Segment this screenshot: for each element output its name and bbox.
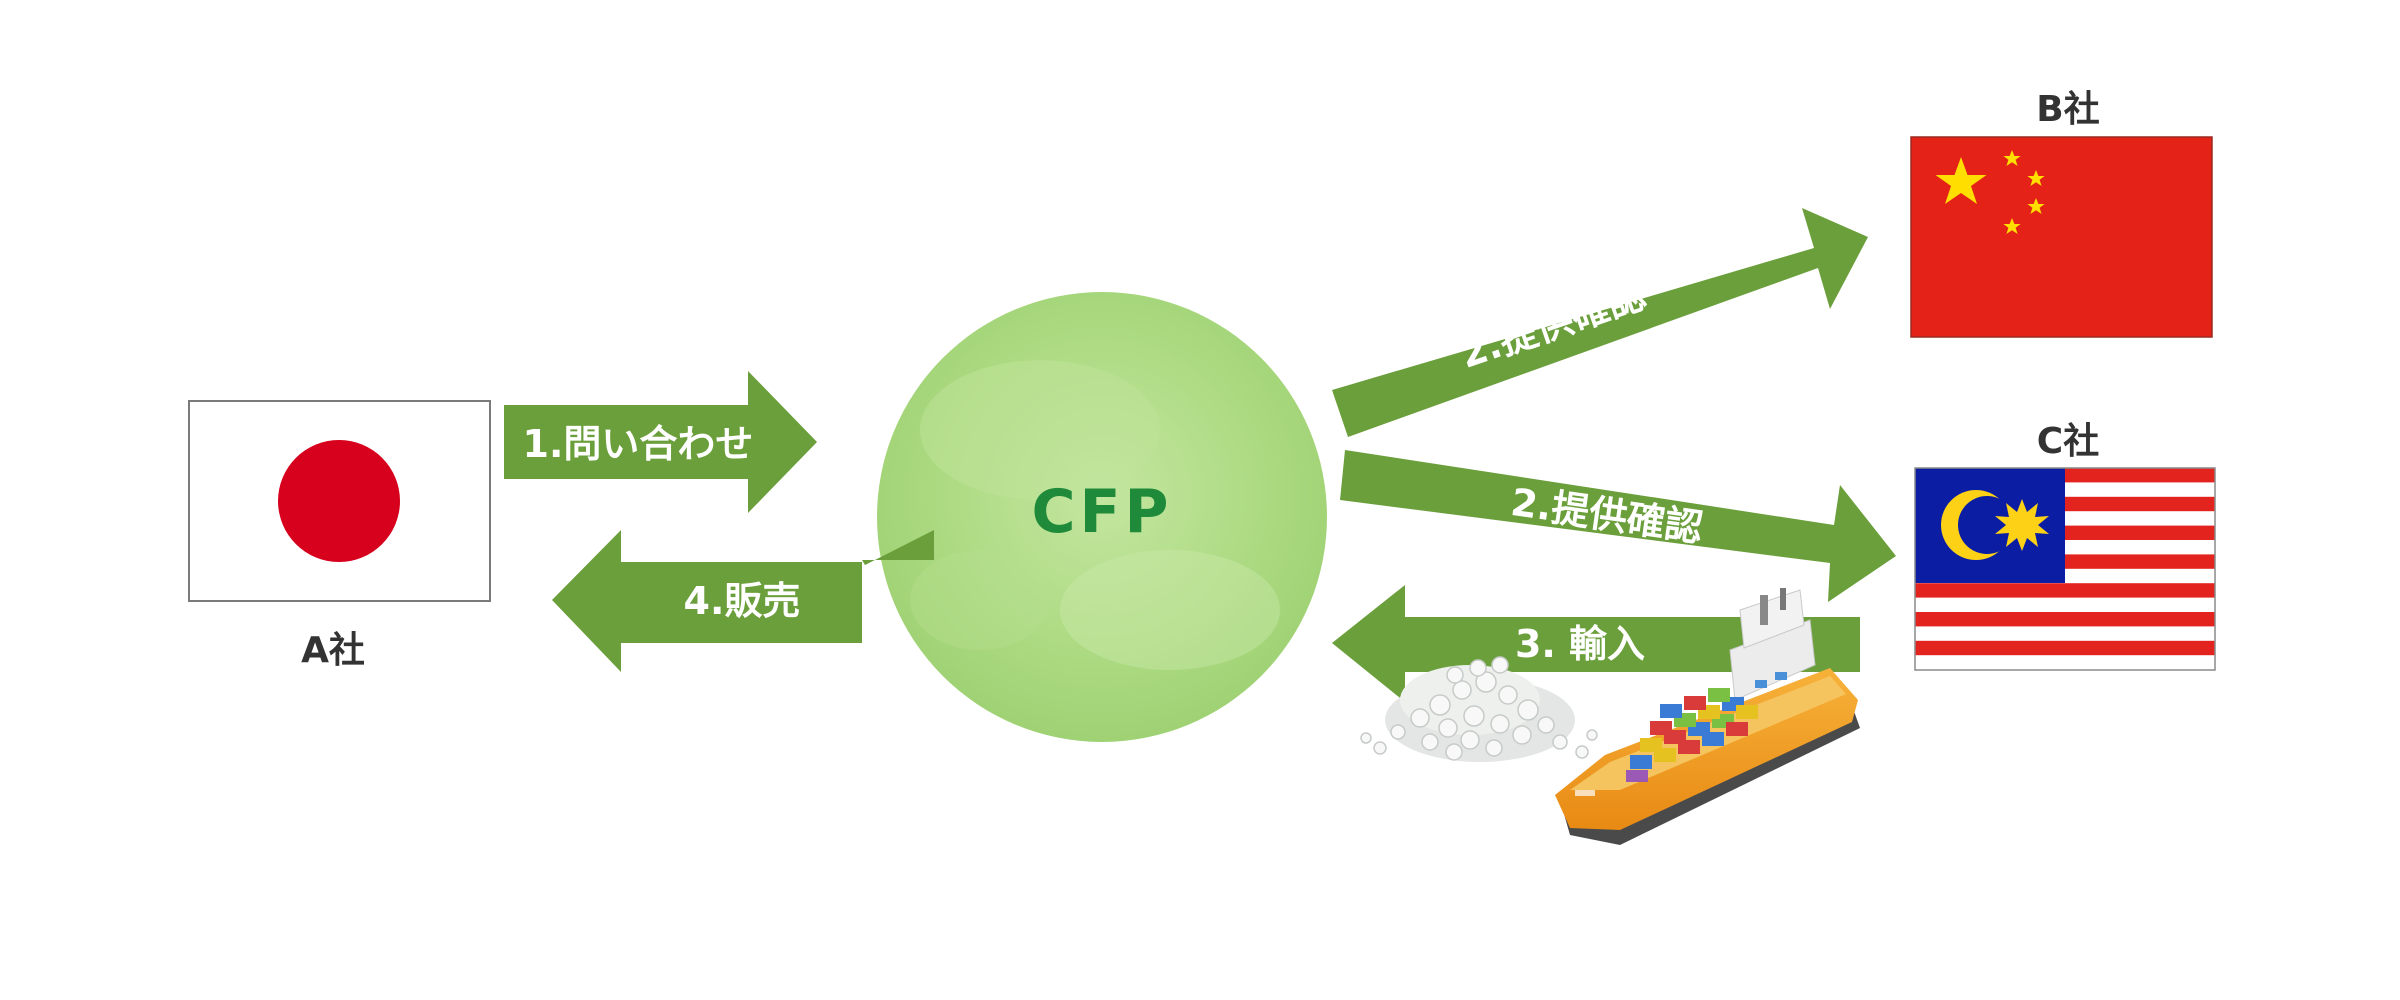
company-a-node: A社 [188,400,491,671]
sale-arrow: 4.販売 [552,530,934,672]
import-label: 3. 輸入 [1515,622,1645,666]
confirm-b-arrow: 2.提供確認 [1332,208,1868,437]
import-arrow: 3. 輸入 [1332,585,1860,702]
inquiry-arrow: 1.問い合わせ [504,371,817,513]
company-c-node: C社 [1914,421,2216,671]
malaysia-flag-icon [1915,468,2215,670]
company-a-label: A社 [301,630,365,671]
cfp-label: CFP [1032,477,1173,547]
confirm-c-arrow: 2.提供確認 [1340,450,1896,602]
company-c-label: C社 [2037,421,2099,462]
plastic-pellets-icon [1360,656,1598,762]
company-b-node: B社 [1910,89,2213,338]
company-b-label: B社 [2036,89,2099,130]
china-flag-icon [1910,136,2213,338]
inquiry-label: 1.問い合わせ [523,422,754,466]
japan-flag-icon [188,400,491,602]
container-ship-icon [1555,588,1860,845]
cfp-node: CFP [877,292,1327,742]
sale-label: 4.販売 [684,579,801,623]
